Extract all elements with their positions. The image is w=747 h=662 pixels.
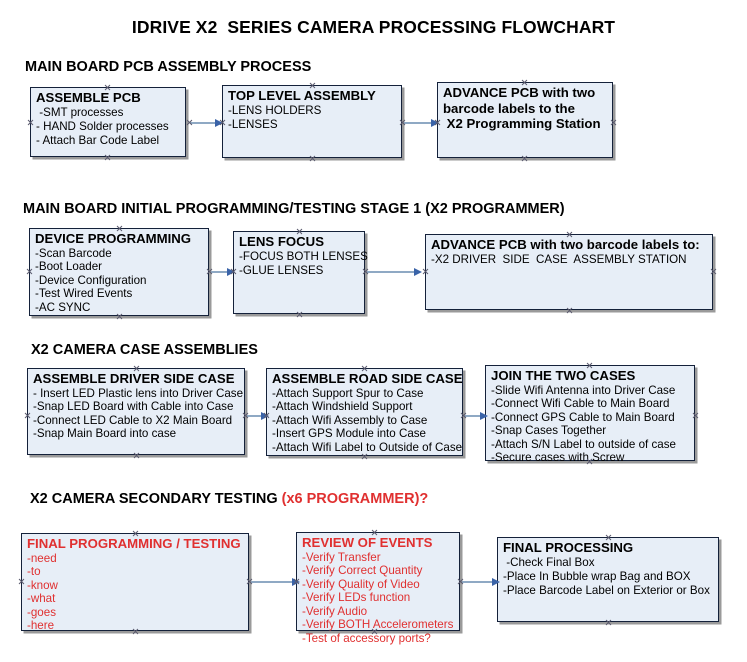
connector-final-programming-to-review-of-events: [251, 578, 300, 586]
node-line: -know: [27, 578, 58, 592]
node-line: -Connect GPS Cable to Main Board: [491, 410, 675, 424]
node-line: -Verify BOTH Accelerometers: [302, 618, 454, 632]
node-title: ASSEMBLE ROAD SIDE CASE: [272, 371, 463, 386]
node-title: ADVANCE PCB with two: [443, 85, 596, 100]
node-line-overflow: -Test of accessory ports?: [302, 632, 431, 646]
node-line: -Slide Wifi Antenna into Driver Case: [491, 383, 676, 397]
node-final-programming-testing[interactable]: FINAL PROGRAMMING / TESTING -need -to -k…: [21, 533, 249, 633]
node-advance-pcb-driver-side-case[interactable]: ADVANCE PCB with two barcode labels to: …: [425, 234, 713, 310]
node-title: FINAL PROCESSING: [503, 540, 634, 555]
node-line: -Secure cases with Screw: [491, 451, 625, 465]
node-lens-focus[interactable]: LENS FOCUS -FOCUS BOTH LENSES -GLUE LENS…: [233, 231, 368, 314]
connector-lens-focus-to-advance-pcb-driver-side: [367, 268, 422, 276]
node-title-line2: barcode labels to the: [443, 100, 575, 116]
node-line: -Verify Audio: [302, 604, 368, 618]
node-line: -Attach Wifi Label to Outside of Case: [272, 440, 463, 454]
node-line: -LENSES: [228, 117, 278, 131]
node-line: -Boot Loader: [35, 260, 103, 274]
node-line: -Attach Windshield Support: [272, 400, 413, 414]
node-title: DEVICE PROGRAMMING: [35, 231, 192, 246]
node-line: -goes: [27, 605, 57, 619]
node-assemble-pcb[interactable]: ASSEMBLE PCB -SMT processes - HAND Solde…: [30, 87, 186, 157]
connector-assemble-pcb-to-top-level-assembly: [190, 119, 223, 127]
node-title: FINAL PROGRAMMING / TESTING: [27, 536, 241, 551]
section-heading-x2-camera-secondary-testing: X2 CAMERA SECONDARY TESTING (x6 PROGRAMM…: [30, 491, 428, 507]
node-line: -to: [27, 565, 41, 579]
node-title: ADVANCE PCB with two barcode labels to:: [431, 237, 700, 252]
node-line: - Insert LED Plastic lens into Driver Ca…: [33, 386, 244, 400]
node-line: -Insert GPS Module into Case: [272, 427, 427, 441]
node-line: -SMT processes: [36, 105, 124, 119]
node-line: -Check Final Box: [503, 555, 595, 569]
node-line: -X2 DRIVER SIDE CASE ASSEMBLY STATION: [431, 252, 687, 266]
connector-review-of-events-to-final-processing: [462, 578, 500, 586]
node-line: -Connect LED Cable to X2 Main Board: [33, 413, 233, 427]
node-line: -AC SYNC: [35, 300, 91, 314]
node-assemble-road-side-case[interactable]: ASSEMBLE ROAD SIDE CASE -Attach Support …: [266, 368, 463, 456]
node-line: -Verify Correct Quantity: [302, 564, 423, 578]
node-title: REVIEW OF EVENTS: [302, 535, 433, 550]
section-heading-main-board-pcb-assembly: MAIN BOARD PCB ASSEMBLY PROCESS: [25, 59, 312, 75]
node-line: -need: [27, 551, 57, 565]
connector-road-side-to-join-cases: [465, 412, 488, 420]
node-line: -Verify Transfer: [302, 550, 381, 564]
node-final-processing[interactable]: FINAL PROCESSING -Check Final Box -Place…: [497, 537, 719, 622]
node-line: -what: [27, 592, 56, 606]
node-line: -Connect Wifi Cable to Main Board: [491, 397, 670, 411]
node-line: -Attach Support Spur to Case: [272, 386, 424, 400]
node-title: ASSEMBLE DRIVER SIDE CASE: [33, 371, 235, 386]
node-line: -Verify Quality of Video: [302, 577, 420, 591]
node-line: -Verify LEDs function: [302, 591, 411, 605]
section-heading-text: X2 CAMERA SECONDARY TESTING: [30, 491, 282, 507]
connector-top-level-assembly-to-advance-pcb: [404, 119, 439, 127]
node-line: -LENS HOLDERS: [228, 103, 322, 117]
node-title: JOIN THE TWO CASES: [491, 368, 636, 383]
section-heading-red-note: (x6 PROGRAMMER)?: [281, 491, 429, 507]
node-review-of-events[interactable]: REVIEW OF EVENTS -Verify Transfer -Verif…: [296, 532, 460, 645]
node-device-programming[interactable]: DEVICE PROGRAMMING -Scan Barcode -Boot L…: [29, 228, 209, 316]
node-line: -Place Barcode Label on Exterior or Box: [503, 583, 710, 597]
node-line: -Attach Wifi Assembly to Case: [272, 413, 428, 427]
node-advance-pcb-x2-programming-station[interactable]: ADVANCE PCB with two barcode labels to t…: [437, 82, 613, 158]
node-join-the-two-cases[interactable]: JOIN THE TWO CASES -Slide Wifi Antenna i…: [485, 365, 695, 464]
connector-driver-side-to-road-side: [247, 412, 269, 420]
section-heading-x2-camera-case-assemblies: X2 CAMERA CASE ASSEMBLIES: [31, 342, 258, 358]
section-heading-main-board-initial-programming: MAIN BOARD INITIAL PROGRAMMING/TESTING S…: [23, 201, 565, 217]
node-line: - HAND Solder processes: [36, 119, 169, 133]
node-top-level-assembly[interactable]: TOP LEVEL ASSEMBLY -LENS HOLDERS -LENSES: [222, 85, 402, 158]
node-line: -Scan Barcode: [35, 246, 112, 260]
node-line: -FOCUS BOTH LENSES: [239, 249, 368, 263]
node-line: -GLUE LENSES: [239, 263, 324, 277]
node-line: -here: [27, 619, 55, 633]
node-title: ASSEMBLE PCB: [36, 90, 141, 105]
node-assemble-driver-side-case[interactable]: ASSEMBLE DRIVER SIDE CASE - Insert LED P…: [27, 368, 245, 455]
node-line: - Attach Bar Code Label: [36, 133, 160, 147]
node-title-line3: X2 Programming Station: [443, 116, 601, 131]
connector-device-programming-to-lens-focus: [211, 268, 235, 276]
node-line: -Place In Bubble wrap Bag and BOX: [503, 569, 691, 583]
node-line: -Device Configuration: [35, 273, 147, 287]
node-line: -Snap LED Board with Cable into Case: [33, 400, 234, 414]
node-line: -Snap Cases Together: [491, 424, 607, 438]
page-title: IDRIVE X2 SERIES CAMERA PROCESSING FLOWC…: [131, 17, 616, 37]
node-line: -Attach S/N Label to outside of case: [491, 437, 676, 451]
node-line: -Snap Main Board into case: [33, 427, 177, 441]
node-title: TOP LEVEL ASSEMBLY: [228, 88, 376, 103]
node-title: LENS FOCUS: [239, 234, 324, 249]
node-line: -Test Wired Events: [35, 287, 133, 301]
